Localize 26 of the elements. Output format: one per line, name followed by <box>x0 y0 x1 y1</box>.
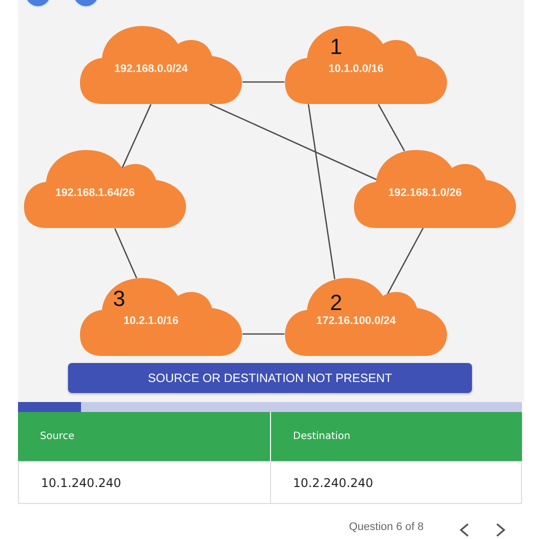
step-number: 3 <box>113 287 126 311</box>
subnet-label: 192.168.1.0/26 <box>388 187 462 200</box>
connector-line <box>114 228 138 278</box>
column-header: Source <box>18 412 270 461</box>
question-counter: Question 6 of 8 <box>349 521 424 533</box>
cloud-node <box>80 26 242 104</box>
cloud-node <box>285 278 447 356</box>
cloud-node <box>354 150 516 228</box>
step-number: 2 <box>330 291 342 315</box>
connector-line <box>378 104 405 152</box>
cloud-node <box>24 150 186 228</box>
subnet-label: 10.1.0.0/16 <box>328 63 384 76</box>
connector-line <box>242 81 284 83</box>
step-number: 1 <box>330 35 342 59</box>
cloud-node <box>80 278 242 356</box>
subnet-label: 172.16.100.0/24 <box>316 315 396 328</box>
table-cell: 10.2.240.240 <box>270 461 522 504</box>
cloud-node <box>285 26 447 104</box>
answer-button: SOURCE OR DESTINATION NOT PRESENT <box>68 363 472 393</box>
subnet-label: 192.168.0.0/24 <box>114 63 188 76</box>
connector-line <box>308 104 336 280</box>
subnet-label: 192.168.1.64/26 <box>55 187 135 200</box>
subnet-label: 10.2.1.0/16 <box>123 315 179 328</box>
connector-line <box>242 333 284 335</box>
table-cell: 10.1.240.240 <box>18 461 271 504</box>
column-header: Destination <box>271 412 522 461</box>
